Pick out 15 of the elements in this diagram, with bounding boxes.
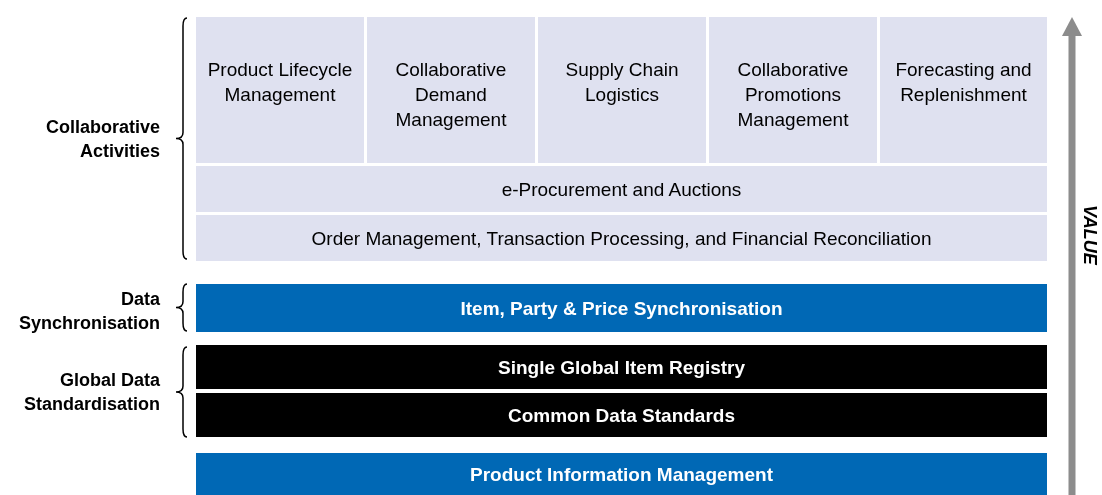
activity-box: Order Management, Transaction Processing, and Financial Reconciliation: [196, 215, 1047, 261]
activity-box: Collaborative Demand Management: [367, 17, 535, 163]
layer-bar: Single Global Item Registry: [196, 345, 1047, 389]
group-label: Global Data Standardisation: [22, 369, 160, 416]
activity-box: Forecasting and Replenishment: [880, 17, 1047, 163]
group-label: Data Synchronisation: [17, 288, 160, 335]
activity-box: e-Procurement and Auctions: [196, 166, 1047, 212]
layer-bar: Item, Party & Price Synchronisation: [196, 284, 1047, 332]
group-label: Collaborative Activities: [44, 116, 160, 163]
activity-box: Product Lifecycle Management: [196, 17, 364, 163]
axis-label: VALUE: [1079, 205, 1101, 265]
layer-bar: Product Information Management: [196, 453, 1047, 495]
activity-box: Supply Chain Logistics: [538, 17, 706, 163]
activity-box: Collaborative Promotions Management: [709, 17, 877, 163]
layer-bar: Common Data Standards: [196, 393, 1047, 437]
